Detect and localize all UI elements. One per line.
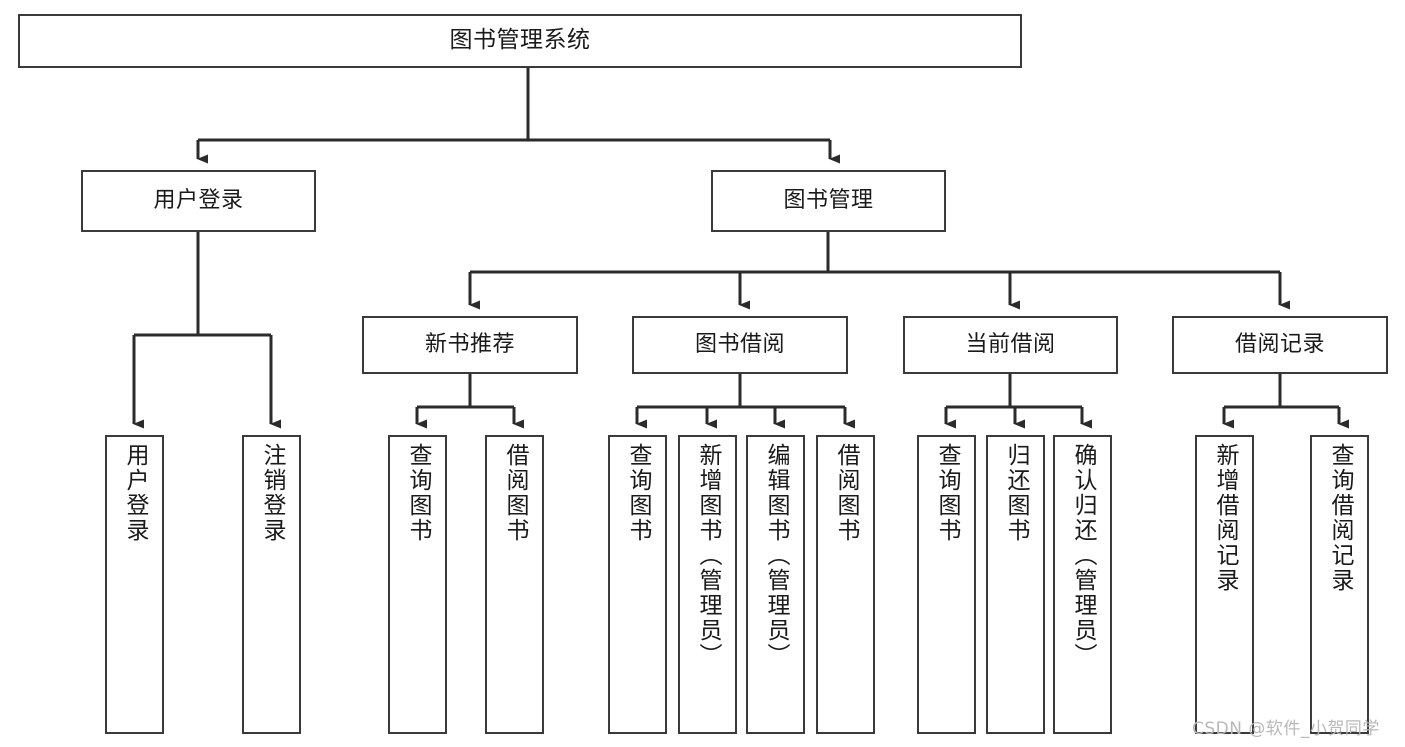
node-label: 新增借阅记录 xyxy=(1212,443,1238,593)
node-label: 用户登录 xyxy=(153,187,244,213)
node-book-manage[interactable]: 图书管理 xyxy=(711,170,946,232)
node-leaf-return-book[interactable]: 归还图书 xyxy=(986,435,1045,734)
node-label: 借阅记录 xyxy=(1234,331,1325,357)
node-root-system[interactable]: 图书管理系统 xyxy=(18,14,1022,68)
node-label: 确认归还（管理员） xyxy=(1070,443,1096,668)
node-label: 用户登录 xyxy=(122,443,148,543)
node-leaf-query-record[interactable]: 查询借阅记录 xyxy=(1310,435,1369,734)
node-leaf-add-book[interactable]: 新增图书（管理员） xyxy=(678,435,737,734)
node-label: 图书管理系统 xyxy=(449,27,591,54)
node-current-borrow[interactable]: 当前借阅 xyxy=(903,316,1118,374)
node-leaf-query-book-2[interactable]: 查询图书 xyxy=(608,435,667,734)
node-label: 编辑图书（管理员） xyxy=(763,443,789,668)
node-new-book-recommend[interactable]: 新书推荐 xyxy=(362,316,578,374)
node-user-login[interactable]: 用户登录 xyxy=(81,170,316,232)
node-leaf-user-login[interactable]: 用户登录 xyxy=(105,435,164,734)
node-leaf-borrow-book-1[interactable]: 借阅图书 xyxy=(485,435,544,734)
node-leaf-add-record[interactable]: 新增借阅记录 xyxy=(1195,435,1254,734)
node-label: 当前借阅 xyxy=(965,331,1056,357)
node-leaf-confirm-return[interactable]: 确认归还（管理员） xyxy=(1053,435,1112,734)
node-label: 注销登录 xyxy=(259,443,285,543)
node-label: 借阅图书 xyxy=(833,443,859,543)
node-label: 查询图书 xyxy=(405,443,431,543)
csdn-watermark: CSDN @软件_小贺同学 xyxy=(1192,719,1380,739)
node-label: 新增图书（管理员） xyxy=(695,443,721,668)
node-leaf-edit-book[interactable]: 编辑图书（管理员） xyxy=(746,435,805,734)
node-label: 借阅图书 xyxy=(502,443,528,543)
node-label: 查询图书 xyxy=(625,443,651,543)
node-book-borrow[interactable]: 图书借阅 xyxy=(632,316,848,374)
node-leaf-logout[interactable]: 注销登录 xyxy=(242,435,301,734)
node-leaf-query-book-3[interactable]: 查询图书 xyxy=(917,435,976,734)
node-leaf-borrow-book-2[interactable]: 借阅图书 xyxy=(816,435,875,734)
node-label: 图书借阅 xyxy=(694,331,785,357)
node-label: 归还图书 xyxy=(1003,443,1029,543)
node-label: 图书管理 xyxy=(783,187,874,213)
node-leaf-query-book-1[interactable]: 查询图书 xyxy=(388,435,447,734)
node-label: 新书推荐 xyxy=(424,331,515,357)
node-label: 查询图书 xyxy=(934,443,960,543)
node-borrow-record[interactable]: 借阅记录 xyxy=(1172,316,1388,374)
node-label: 查询借阅记录 xyxy=(1327,443,1353,593)
